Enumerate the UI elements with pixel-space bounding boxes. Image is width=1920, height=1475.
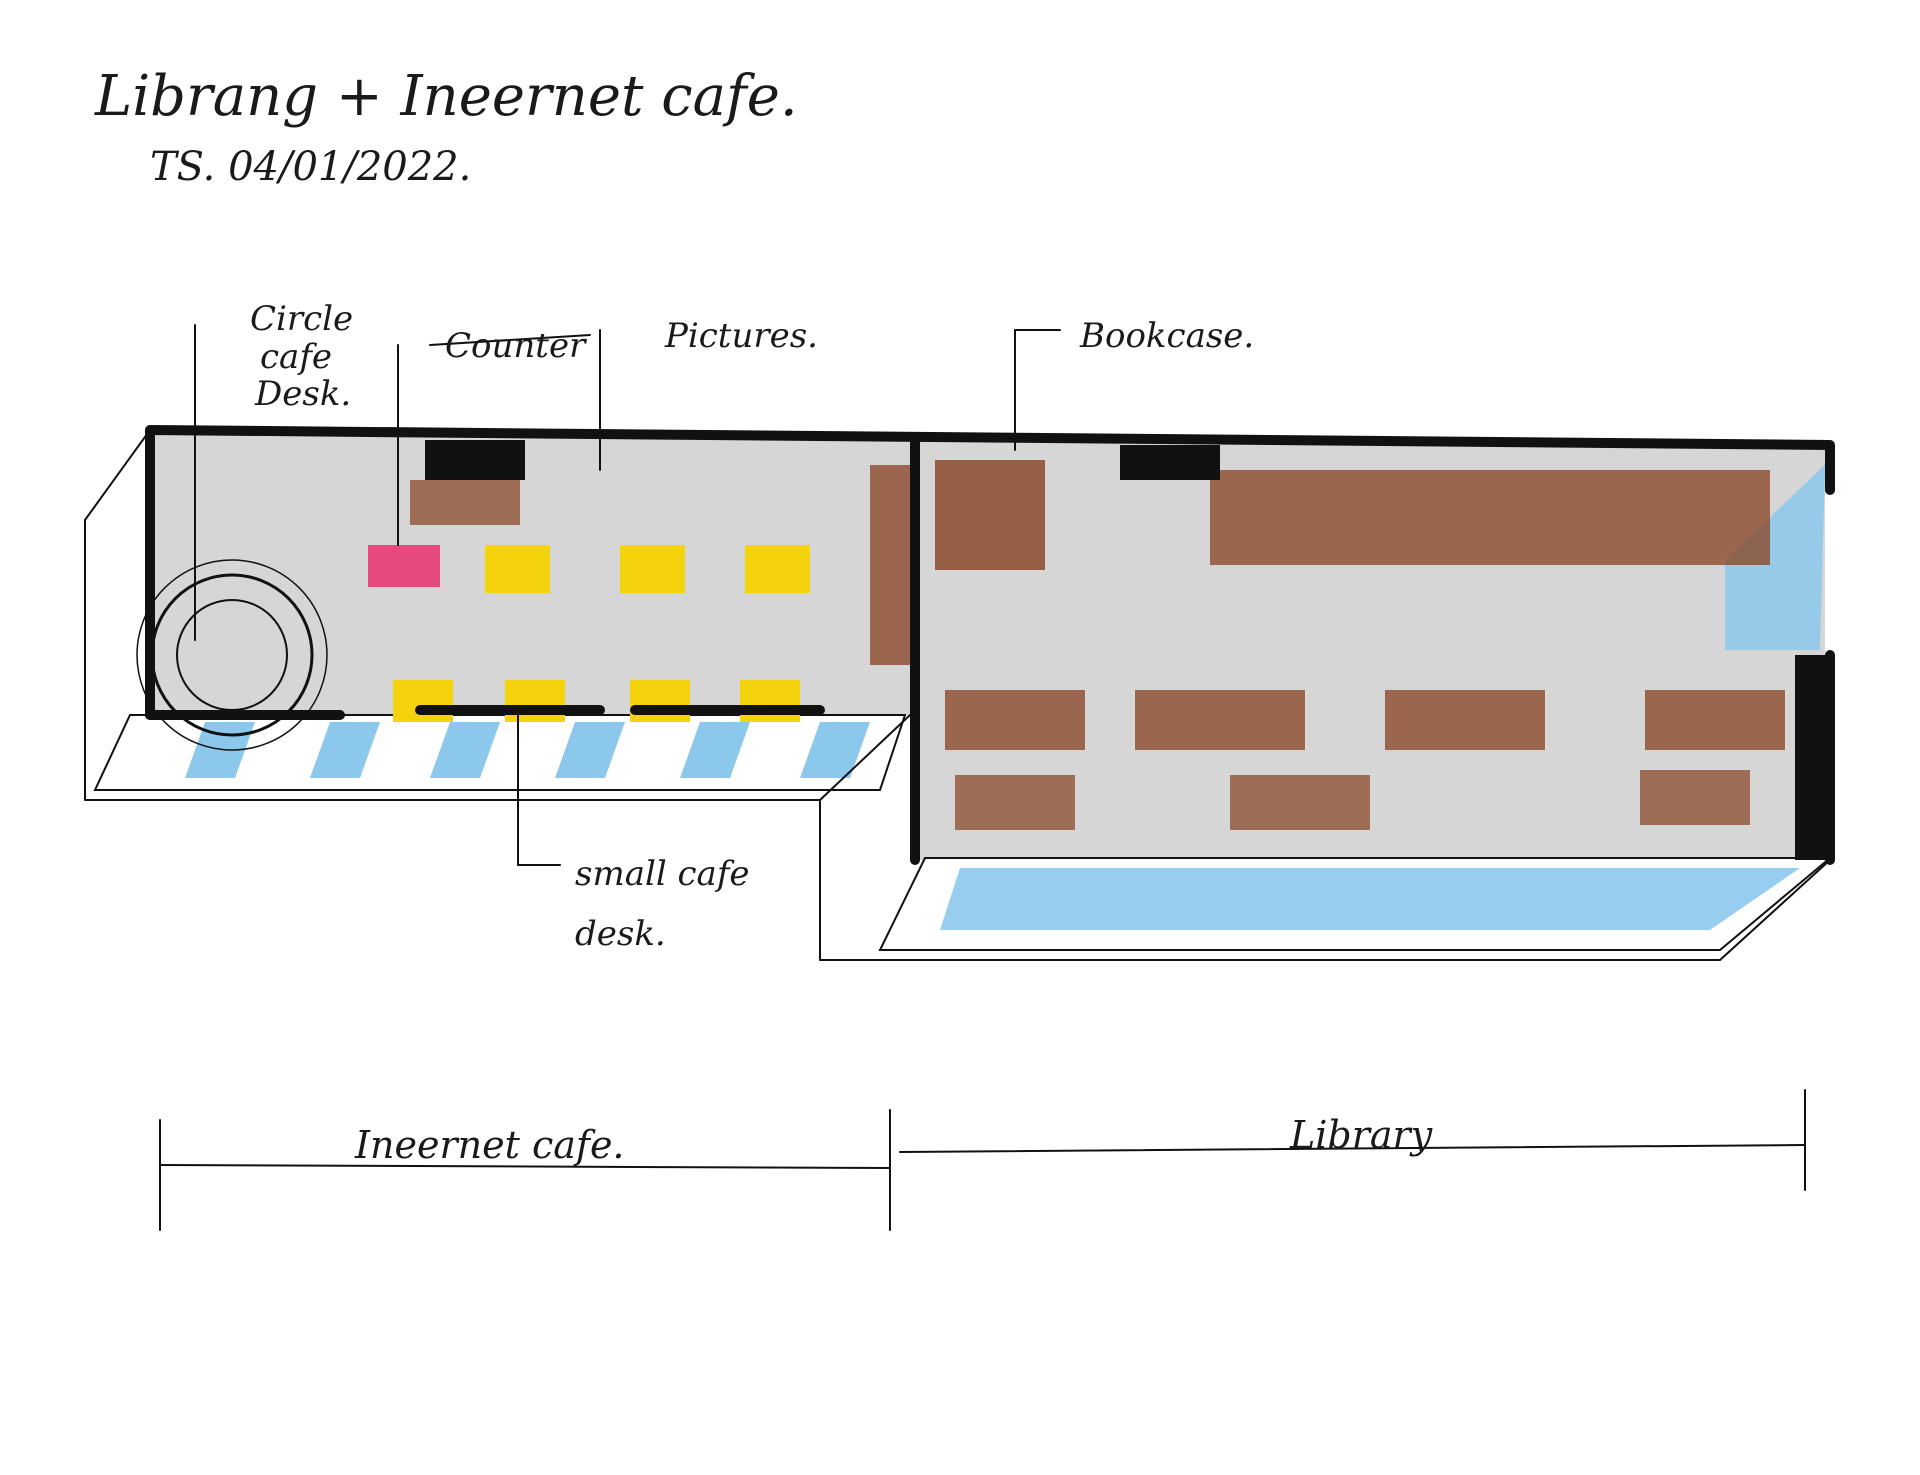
svg-text:desk.: desk. xyxy=(575,914,666,954)
dimension-internet-cafe: Ineernet cafe. xyxy=(159,1109,891,1231)
sketch-title: Librang + Ineernet cafe. xyxy=(94,64,798,129)
annotation-counter: Counter xyxy=(445,326,587,366)
window-strip-library xyxy=(878,857,1833,951)
library-tables xyxy=(945,690,1785,830)
wall-pillars xyxy=(425,440,1835,860)
annotation-small-cafe-desk: small cafe desk. xyxy=(575,854,750,954)
annotation-circle-cafe-desk: Circle cafe Desk. xyxy=(250,299,353,414)
signature-date: TS. 04/01/2022. xyxy=(150,144,471,190)
small-cafe-desks xyxy=(393,545,810,722)
svg-text:Library: Library xyxy=(1289,1113,1433,1157)
window-strip-right xyxy=(1725,460,1830,650)
svg-text:Ineernet cafe.: Ineernet cafe. xyxy=(354,1123,625,1167)
window-strip-cafe xyxy=(93,714,907,791)
floor-plan xyxy=(84,425,1835,961)
outline xyxy=(84,429,1831,961)
svg-text:cafe: cafe xyxy=(260,337,332,377)
svg-text:Circle: Circle xyxy=(250,299,353,339)
counter xyxy=(368,545,440,587)
svg-text:small cafe: small cafe xyxy=(575,854,750,894)
dimension-library: Library xyxy=(899,1089,1806,1191)
annotation-pictures: Pictures. xyxy=(664,316,818,356)
annotation-bookcase: Bookcase. xyxy=(1079,316,1254,356)
svg-text:Desk.: Desk. xyxy=(254,374,351,414)
leader-lines xyxy=(194,324,1061,866)
bookcase-row xyxy=(410,460,1770,665)
